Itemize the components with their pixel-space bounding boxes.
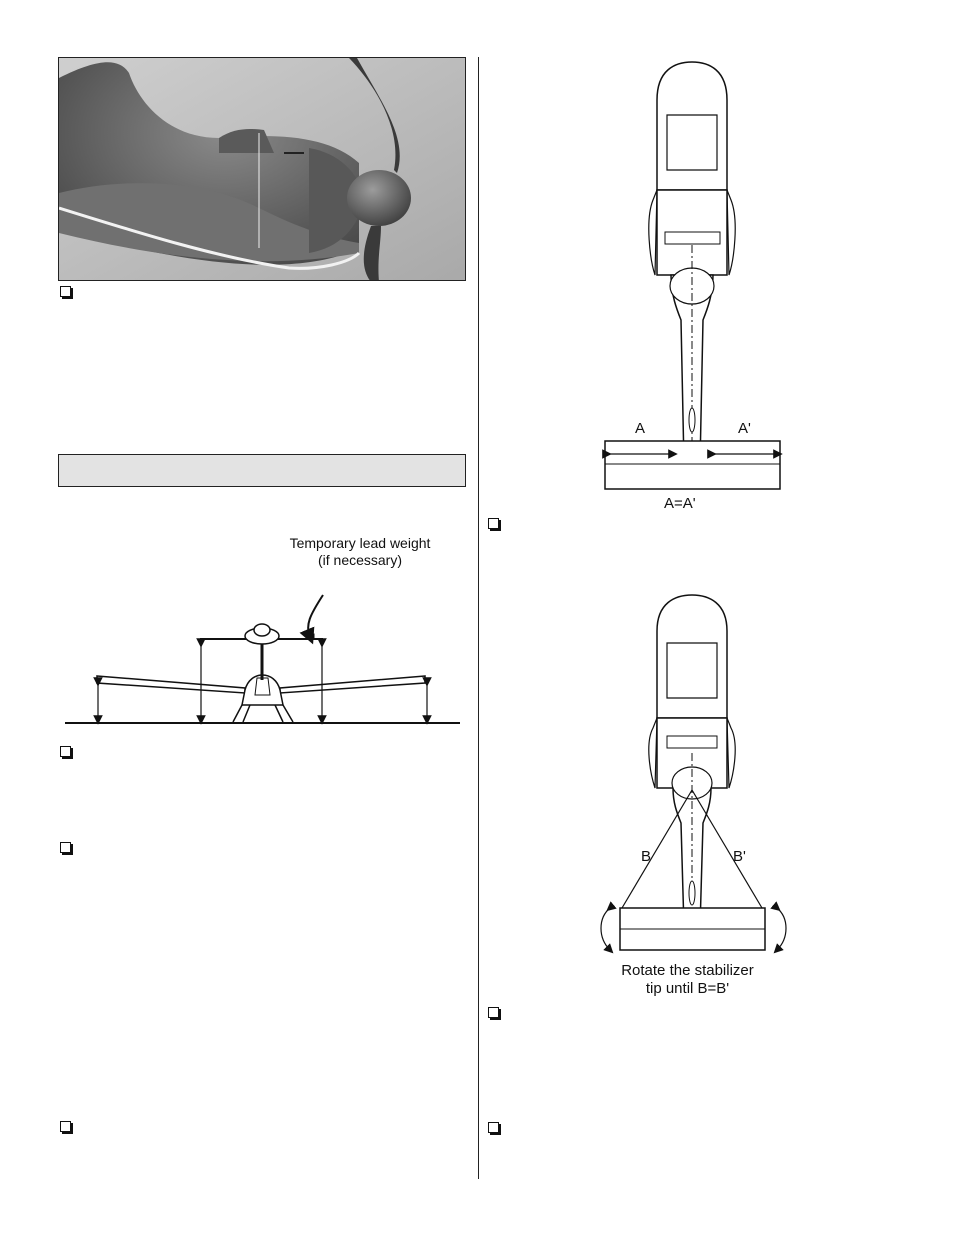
rotate-stabilizer-caption: Rotate the stabilizer tip until B=B': [605, 962, 770, 998]
lead-weight-callout-line1: Temporary lead weight: [289, 535, 431, 551]
engine-cowl-photo: [58, 57, 466, 281]
step-checkbox-4[interactable]: [60, 1121, 71, 1132]
section-header-bar: [58, 454, 466, 487]
lead-weight-callout-line2: (if necessary): [317, 552, 403, 568]
label-b: B: [641, 848, 652, 865]
step-checkbox-6[interactable]: [488, 1007, 499, 1018]
label-a-equation: A=A': [664, 495, 696, 512]
label-a-prime: A': [738, 420, 751, 437]
step-checkbox-2[interactable]: [60, 746, 71, 757]
column-divider: [478, 57, 479, 1179]
label-b-prime: B': [733, 848, 746, 865]
label-a: A: [635, 420, 646, 437]
photo-image: [59, 58, 465, 280]
stab-alignment-diagram-b: [600, 594, 787, 954]
step-checkbox-1[interactable]: [60, 286, 71, 297]
lead-weight-callout: Temporary lead weight (if necessary): [275, 535, 445, 569]
rotate-caption-line2: tip until B=B': [645, 980, 730, 997]
step-checkbox-7[interactable]: [488, 1122, 499, 1133]
wing-level-diagram: [65, 594, 460, 725]
step-checkbox-3[interactable]: [60, 842, 71, 853]
rotate-caption-line1: Rotate the stabilizer: [621, 962, 754, 979]
stab-alignment-diagram-a: [602, 61, 783, 490]
step-checkbox-5[interactable]: [488, 518, 499, 529]
